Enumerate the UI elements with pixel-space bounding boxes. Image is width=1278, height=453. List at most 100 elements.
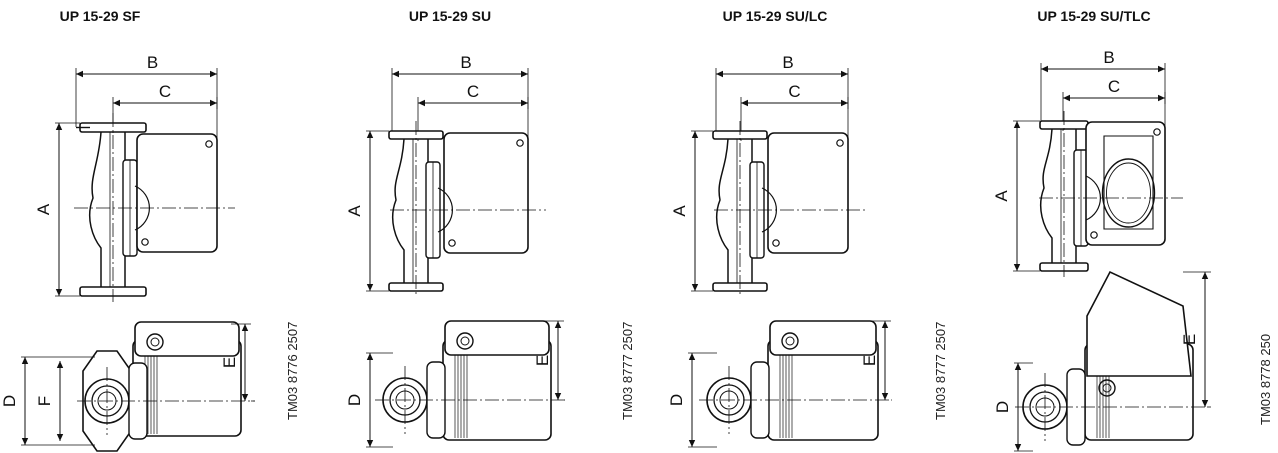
panel-title: UP 15-29 SU/TLC — [1037, 8, 1151, 24]
arrow-head — [241, 394, 249, 401]
dimension-label: B — [1103, 48, 1114, 67]
cable-gland-inner — [460, 336, 470, 346]
arrow-head — [691, 284, 699, 291]
arrow-head — [392, 70, 399, 78]
arrow-head — [1041, 65, 1048, 73]
terminal-box-top — [444, 320, 550, 356]
terminal-box — [1085, 121, 1166, 246]
arrow-head — [366, 353, 374, 360]
dimension-label: F — [35, 396, 54, 406]
drawing-code: TM03 8777 2507 — [620, 321, 635, 420]
dimension-label: E — [1180, 334, 1199, 345]
arrow-head — [366, 284, 374, 291]
arrow-head — [113, 99, 120, 107]
arrow-head — [210, 70, 217, 78]
arrow-head — [841, 99, 848, 107]
pump-drawing: BC A D E — [345, 53, 565, 448]
dimension-label: C — [467, 82, 479, 101]
arrow-head — [241, 324, 249, 331]
arrow-head — [741, 99, 748, 107]
screw — [448, 239, 456, 247]
terminal-box-top — [134, 321, 240, 357]
terminal-box — [443, 132, 529, 254]
cable-gland-inner — [1102, 383, 1112, 393]
cable-gland — [1098, 379, 1116, 397]
pipe-wall-left — [392, 138, 405, 283]
dimension-label: D — [345, 394, 364, 406]
control-panel — [1103, 135, 1154, 230]
screw — [516, 139, 524, 147]
control-dial-inner — [1106, 162, 1151, 224]
arrow-head — [688, 440, 696, 447]
dimension-label: C — [1108, 77, 1120, 96]
cable-gland-inner — [150, 337, 160, 347]
arrow-head — [21, 357, 29, 364]
dimension-label: E — [220, 357, 239, 368]
arrow-head — [366, 440, 374, 447]
screw — [772, 239, 780, 247]
dimension-label: C — [159, 82, 171, 101]
dimension-label: B — [147, 53, 158, 72]
arrow-head — [418, 99, 425, 107]
dimension-label: E — [533, 355, 552, 366]
panel-title: UP 15-29 SF — [59, 8, 141, 24]
arrow-head — [55, 123, 63, 130]
arrow-head — [881, 321, 889, 328]
dimension-label: C — [788, 82, 800, 101]
dimension-label: D — [667, 394, 686, 406]
cable-gland-inner — [785, 336, 795, 346]
control-dial — [1101, 158, 1156, 228]
screw — [141, 238, 149, 246]
arrow-head — [1201, 272, 1209, 279]
dimension-label: B — [460, 53, 471, 72]
terminal-box — [136, 133, 218, 253]
arrow-head — [691, 131, 699, 138]
drawing-code: TM03 8776 2507 — [285, 321, 300, 420]
terminal-box-angled — [1086, 270, 1192, 377]
dimension-label: A — [34, 203, 53, 215]
arrow-head — [210, 99, 217, 107]
dimension-label: A — [345, 205, 364, 217]
arrow-head — [1063, 94, 1070, 102]
arrow-head — [55, 289, 63, 296]
cable-gland — [146, 333, 164, 351]
pipe-wall-left — [89, 131, 102, 287]
arrow-head — [56, 434, 64, 441]
arrow-head — [1201, 400, 1209, 407]
dimension-label: A — [670, 205, 689, 217]
dimension-label: D — [993, 401, 1012, 413]
arrow-head — [56, 361, 64, 368]
terminal-box-top — [769, 320, 877, 356]
screw — [1153, 128, 1161, 136]
arrow-head — [1013, 121, 1021, 128]
dimension-label: E — [860, 355, 879, 366]
arrow-head — [1014, 363, 1022, 370]
arrow-head — [1013, 264, 1021, 271]
dimension-label: D — [0, 395, 19, 407]
arrow-head — [688, 353, 696, 360]
cable-gland — [781, 332, 799, 350]
arrow-head — [76, 70, 83, 78]
arrow-head — [716, 70, 723, 78]
arrow-head — [521, 70, 528, 78]
arrow-head — [841, 70, 848, 78]
pipe-wall-left — [716, 138, 729, 283]
arrow-head — [1014, 444, 1022, 451]
panel-title: UP 15-29 SU — [408, 8, 492, 24]
pump-drawing: BC A D E — [667, 53, 892, 448]
arrow-head — [554, 393, 562, 400]
arrow-head — [1158, 94, 1165, 102]
arrow-head — [521, 99, 528, 107]
arrow-head — [554, 321, 562, 328]
arrow-head — [21, 438, 29, 445]
dimension-label: B — [782, 53, 793, 72]
terminal-box — [767, 132, 849, 254]
arrow-head — [1158, 65, 1165, 73]
screw — [836, 139, 844, 147]
panel-title: UP 15-29 SU/LC — [722, 8, 828, 24]
